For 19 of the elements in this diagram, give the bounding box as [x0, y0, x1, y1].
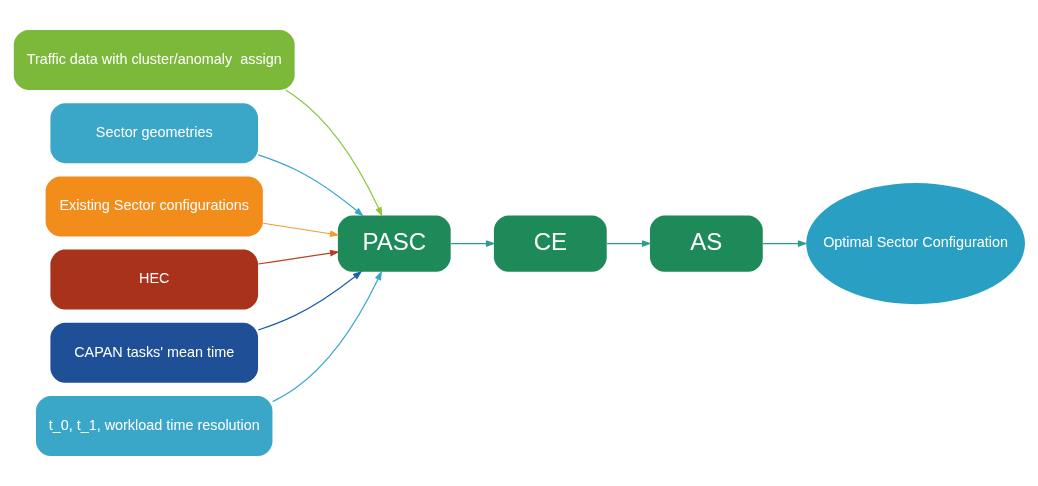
arrow: [262, 222, 339, 238]
node-box: Traffic data with cluster/anomaly assign: [13, 29, 295, 90]
node-box: Existing Sector configurations: [45, 176, 263, 237]
arrow: [257, 154, 364, 217]
arrow: [761, 240, 807, 247]
node-box: AS: [649, 215, 763, 272]
arrow: [271, 270, 382, 403]
node-box: CAPAN tasks' mean time: [49, 322, 258, 383]
arrow: [449, 240, 496, 247]
node-box: Sector geometries: [49, 103, 258, 164]
node-box: HEC: [49, 249, 258, 310]
node-box: CE: [493, 215, 607, 272]
arrow: [257, 249, 340, 265]
node-box: PASC: [337, 215, 451, 272]
node-box: t_0, t_1, workload time resolution: [35, 396, 272, 457]
node-ellipse: Optimal Sector Configuration: [805, 183, 1025, 305]
arrow: [605, 240, 652, 247]
arrow: [284, 89, 382, 217]
arrow: [257, 270, 362, 331]
